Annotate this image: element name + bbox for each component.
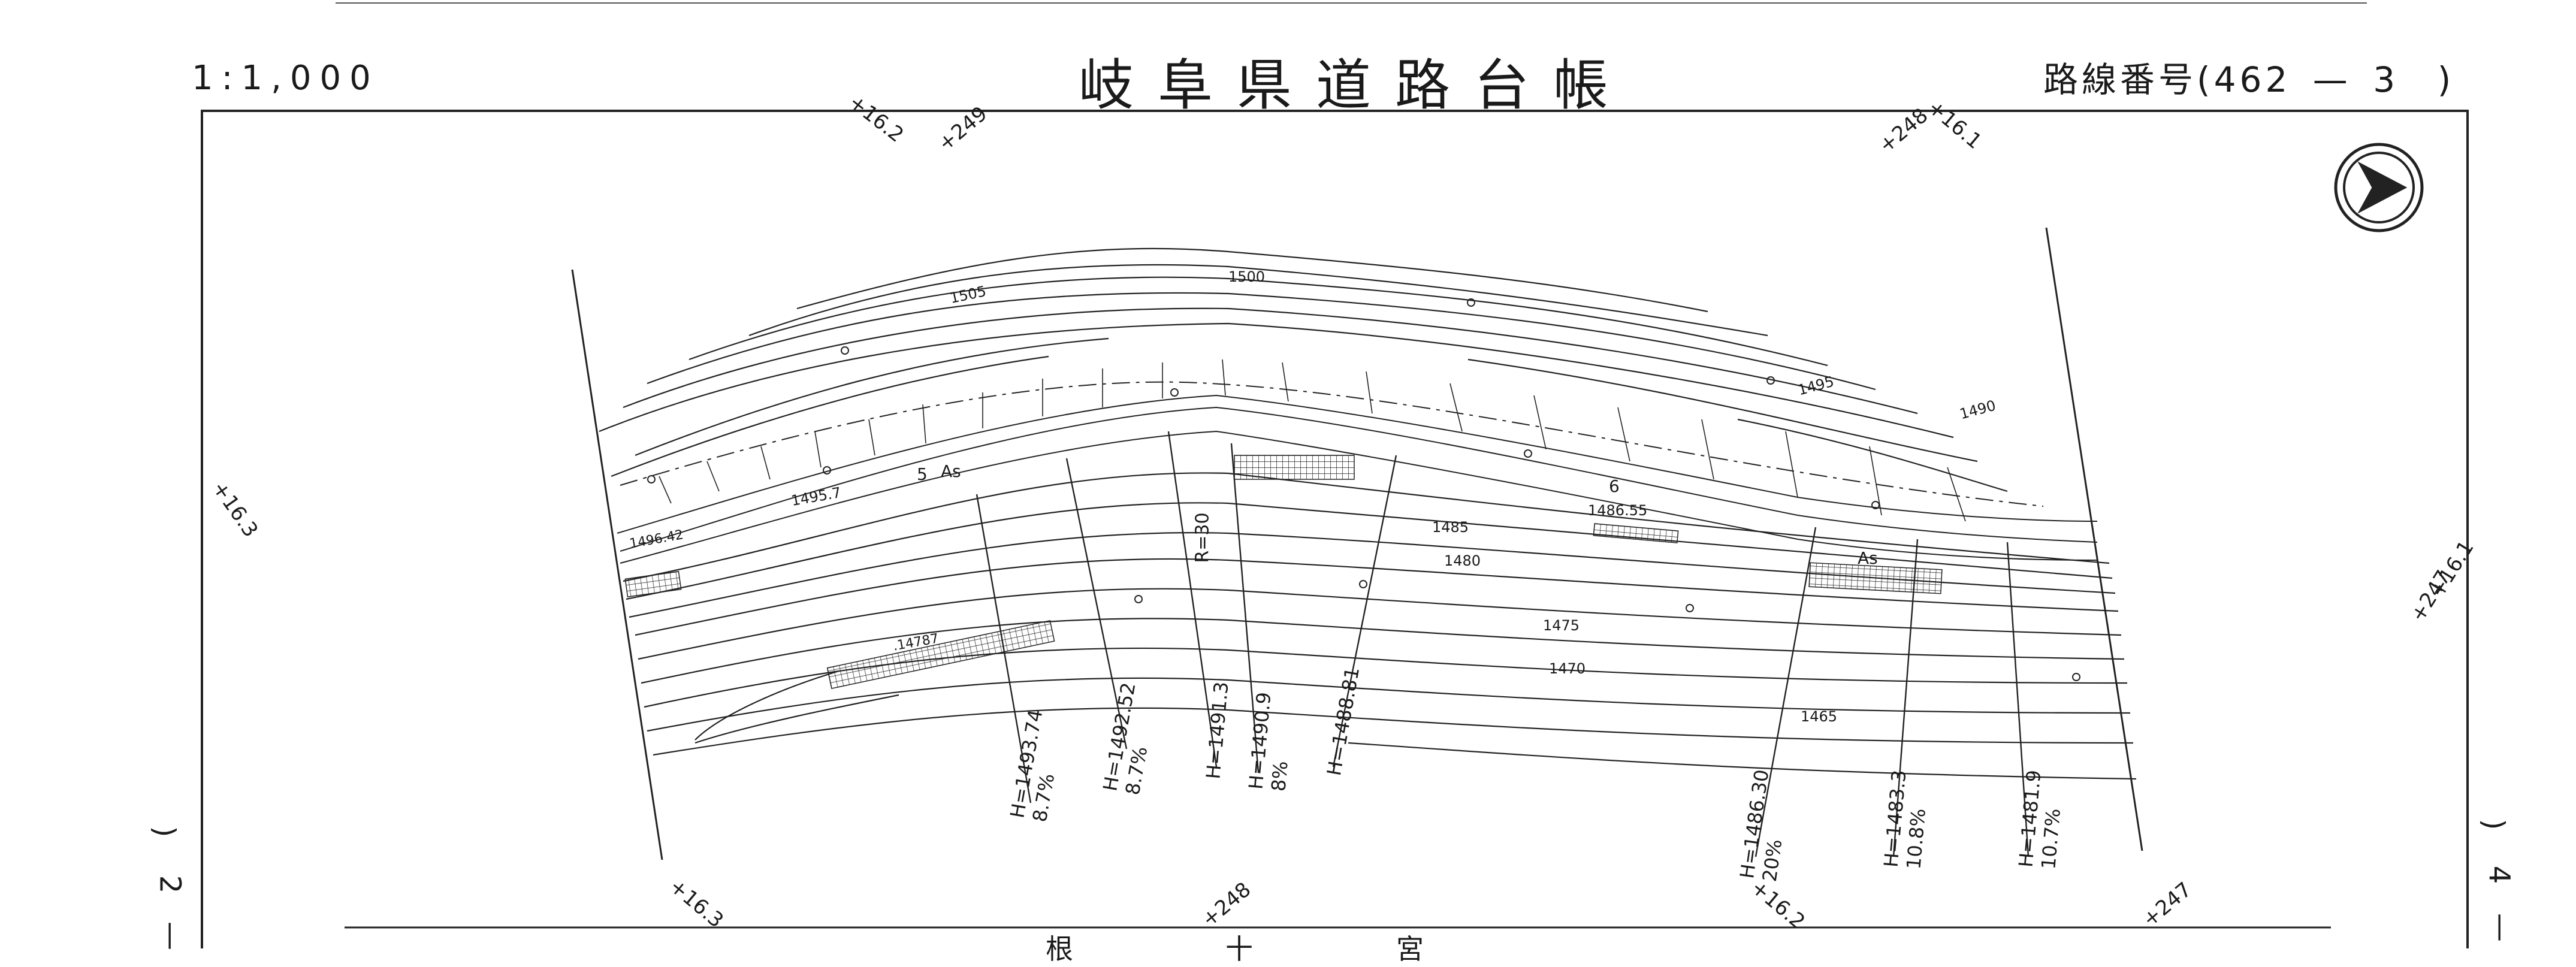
contour-label: 1465: [1801, 708, 1838, 725]
map-frame: [201, 110, 2469, 948]
contour-label: 1500: [1228, 268, 1266, 285]
contour-label: 1475: [1543, 617, 1580, 634]
bottom-text: 宮: [1396, 933, 1424, 965]
route-prefix: 路線番号(462: [2043, 59, 2291, 100]
upper-contours: [599, 247, 2008, 492]
top-border-rule: [336, 2, 2367, 4]
left-limit-line: [571, 269, 663, 860]
road-plan-map: [345, 143, 2424, 929]
route-number: 路線番号(462 — 3 ): [2043, 52, 2454, 102]
contour-label: 1470: [1549, 660, 1586, 677]
section-lines: [976, 431, 2030, 857]
contour-label: 1480: [1444, 552, 1481, 569]
section-height-label: H=1490.9 8%: [1244, 691, 1298, 793]
route-sheet: 3: [2373, 59, 2399, 100]
map-scale: 1:1,000: [192, 59, 379, 98]
section-height-label: H=1483.3 10.8%: [1879, 769, 1933, 871]
right-limit-line: [2045, 227, 2143, 851]
route-dash: —: [2312, 59, 2351, 100]
surface-label: As: [1858, 548, 1878, 568]
lane-number: 6: [1609, 476, 1620, 496]
contour-label: 1485: [1432, 519, 1469, 536]
surface-label: As: [941, 461, 961, 481]
slope-ticks: [659, 359, 1966, 522]
spot-markers: [647, 298, 2080, 681]
north-arrow-icon: [2334, 143, 2424, 232]
page-title: 岐阜県道路台帳: [1079, 53, 1633, 117]
curve-radius: R=30: [1192, 512, 1213, 563]
lane-number: 5: [917, 464, 928, 484]
road-elevation-mid: 1486.55: [1588, 502, 1648, 519]
lower-contours: [623, 472, 2137, 780]
grade-percent: 8%: [1267, 760, 1292, 793]
bottom-text: 根: [1046, 933, 1073, 965]
section-height-label: H=1481.9 10.7%: [2014, 769, 2068, 871]
bottom-text: 十: [1225, 933, 1253, 965]
retaining-wall-left: [624, 455, 1943, 689]
route-close: ): [2437, 59, 2455, 100]
cut-slope: [617, 381, 2098, 564]
